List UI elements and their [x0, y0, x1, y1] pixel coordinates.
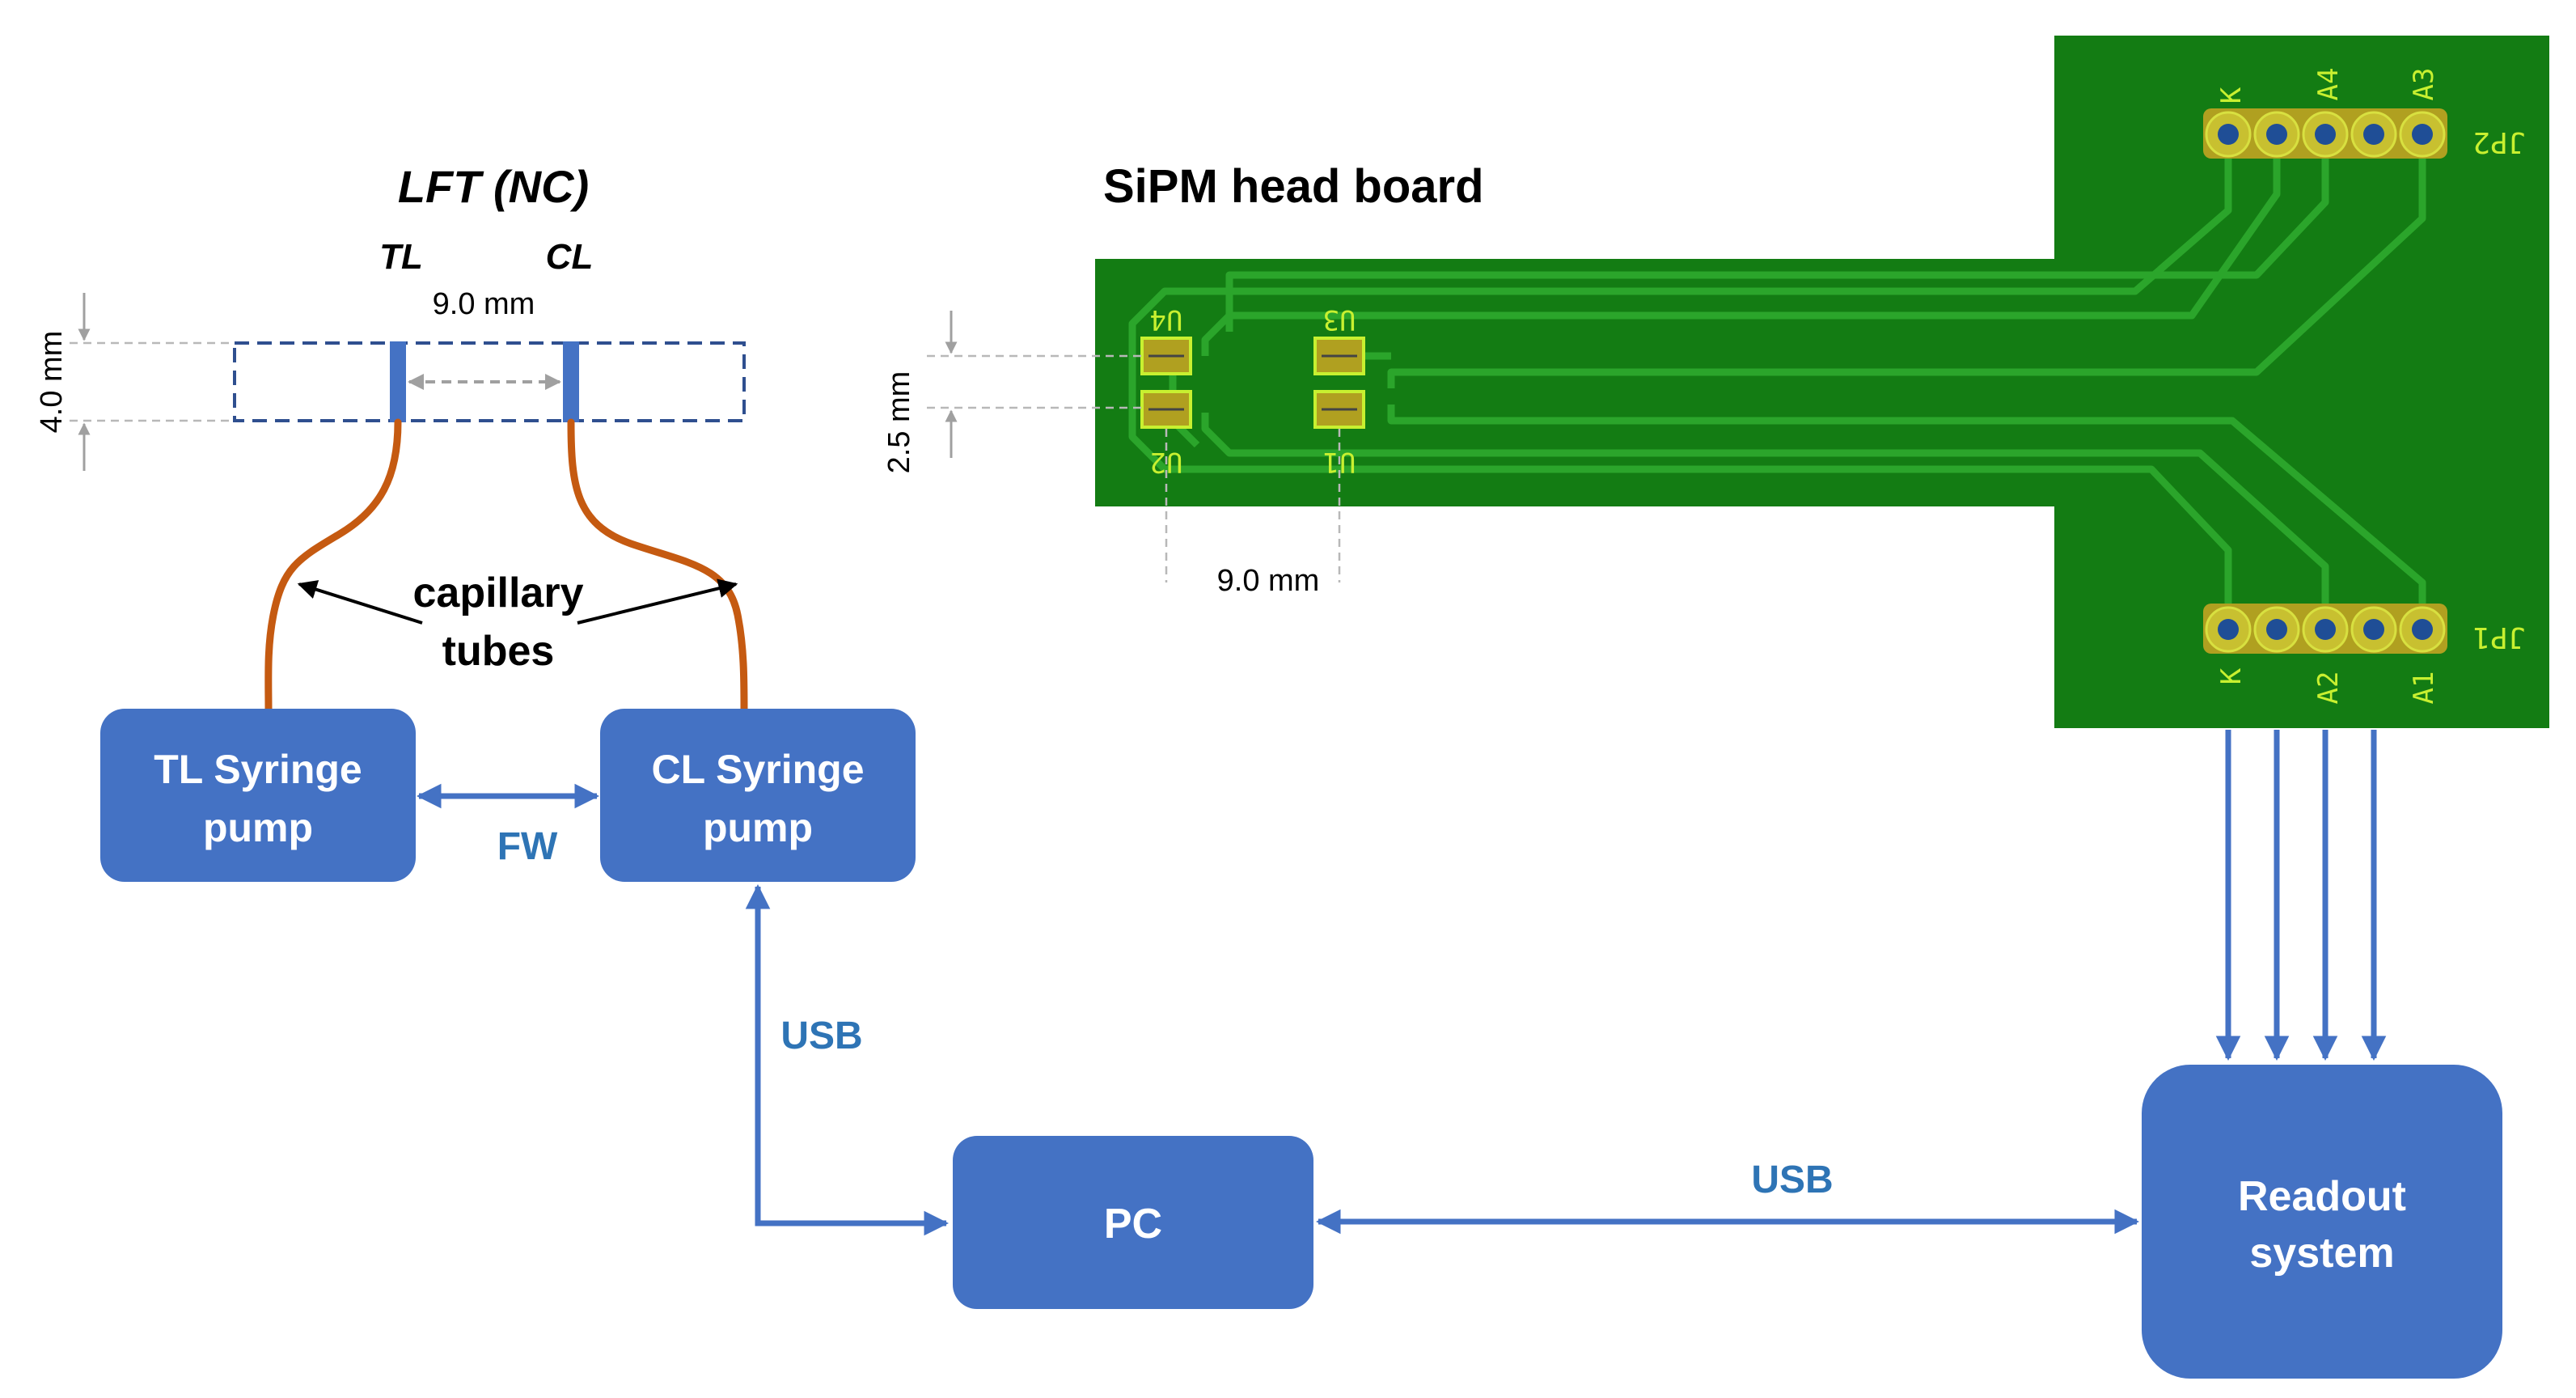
fw-link-label: FW — [497, 825, 558, 868]
lft-title: LFT (NC) — [398, 161, 589, 212]
sipm-pcb — [1095, 36, 2549, 728]
lft-cell-outline — [233, 341, 746, 422]
readout-line1: Readout — [2238, 1173, 2406, 1220]
sipm-section: SiPM head board — [882, 36, 2549, 728]
jp1-pin-a1: A1 — [2408, 671, 2440, 705]
jp1-pin-k: K — [2215, 667, 2248, 684]
jp2-pin-a3: A3 — [2408, 68, 2440, 101]
tubes-label-line2: tubes — [442, 628, 555, 675]
usb-pump-pc-label: USB — [780, 1015, 862, 1057]
usb-pump-pc-arrow — [745, 883, 950, 1236]
sipm-title: SiPM head board — [1103, 160, 1484, 213]
jp2-pin-k: K — [2215, 87, 2248, 104]
jp2-pin-a4: A4 — [2312, 68, 2345, 101]
jp2-header: JP2 K A4 A3 — [2203, 68, 2526, 159]
pc-box: PC — [953, 1136, 1313, 1309]
sipm-chip-u4 — [1140, 337, 1192, 375]
lft-height-label: 4.0 mm — [35, 331, 69, 434]
cl-capillary-tube — [567, 418, 748, 714]
cl-pump-line2: pump — [703, 805, 813, 850]
tubes-label-line1: capillary — [412, 570, 583, 616]
usb-pc-readout-label: USB — [1751, 1159, 1833, 1201]
sipm-spacing-label: 9.0 mm — [1217, 564, 1320, 598]
tl-syringe-pump: TL Syringe pump — [100, 709, 416, 882]
readout-line2: system — [2249, 1230, 2394, 1277]
readout-signal-arrows — [2215, 730, 2387, 1061]
jp2-label: JP2 — [2472, 125, 2525, 159]
sipm-chip-u1 — [1313, 390, 1365, 429]
jp1-header: JP1 K A2 A1 — [2203, 604, 2526, 704]
sipm-chip-u2 — [1140, 390, 1192, 429]
tl-pump-line1: TL Syringe — [154, 747, 362, 792]
tl-capillary-tube — [264, 418, 402, 714]
lft-cl-label: CL — [546, 237, 594, 277]
chip-label-u4: U4 — [1150, 303, 1183, 336]
pc-label: PC — [1104, 1201, 1162, 1248]
cl-syringe-pump: CL Syringe pump — [600, 709, 916, 882]
cl-electrode — [563, 341, 579, 422]
cl-pump-line1: CL Syringe — [651, 747, 864, 792]
sipm-chip-u3 — [1313, 337, 1365, 375]
tl-electrode — [390, 341, 406, 422]
jp1-label: JP1 — [2472, 621, 2525, 654]
chip-label-u3: U3 — [1323, 303, 1356, 336]
lft-tl-label: TL — [379, 237, 423, 277]
readout-system: Readout system — [2142, 1065, 2502, 1379]
lft-spacing-label: 9.0 mm — [433, 287, 535, 321]
jp1-pin-a2: A2 — [2312, 671, 2345, 705]
tl-pump-line2: pump — [203, 805, 313, 850]
sipm-height-label: 2.5 mm — [882, 371, 916, 474]
lft-section: LFT (NC) TL CL 9.0 mm 4.0 mm capillary t… — [35, 161, 748, 714]
